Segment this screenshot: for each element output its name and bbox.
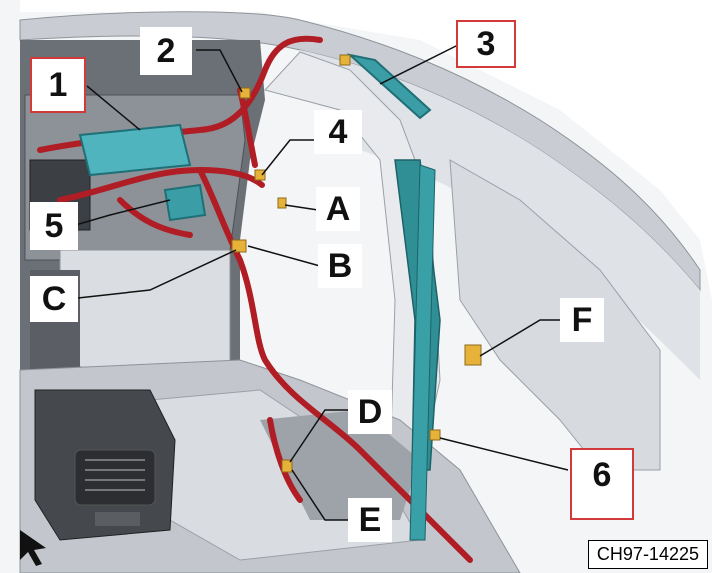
- callout-d: D: [348, 390, 392, 434]
- connector-2: [239, 87, 251, 99]
- connector-3: [339, 54, 351, 66]
- callout-2: 2: [140, 27, 192, 75]
- callout-3: 3: [456, 20, 516, 68]
- reference-code: CH97-14225: [587, 540, 708, 569]
- seatbelt-pretensioner: [409, 164, 436, 541]
- center-console-front: [59, 249, 231, 381]
- rear-vent: [74, 449, 156, 506]
- connector-f: [464, 344, 482, 366]
- callout-6: 6: [570, 448, 634, 520]
- connector-4: [254, 169, 266, 181]
- pointer-arrow-icon: [20, 530, 46, 566]
- usb-port: [95, 512, 140, 526]
- callout-f: F: [560, 298, 604, 342]
- leader-lines: [71, 43, 569, 521]
- callout-1: 1: [30, 57, 86, 113]
- callout-a: A: [316, 187, 360, 231]
- connector-a: [277, 197, 287, 209]
- callout-c: C: [30, 276, 78, 322]
- callout-5: 5: [30, 202, 78, 250]
- top-margin: [20, 0, 712, 300]
- connector-6: [429, 429, 441, 441]
- callout-b: B: [318, 244, 362, 288]
- callout-e: E: [348, 498, 392, 542]
- passenger-airbag-module: [78, 123, 192, 177]
- connector-b: [231, 239, 247, 253]
- callout-4: 4: [314, 110, 362, 154]
- knee-airbag-module: [163, 183, 207, 222]
- tunnel-bracket: [260, 410, 420, 520]
- vent-slats: [85, 459, 145, 491]
- connector-d: [281, 459, 293, 473]
- connectors: [231, 54, 482, 473]
- curtain-airbag-front: [346, 53, 432, 120]
